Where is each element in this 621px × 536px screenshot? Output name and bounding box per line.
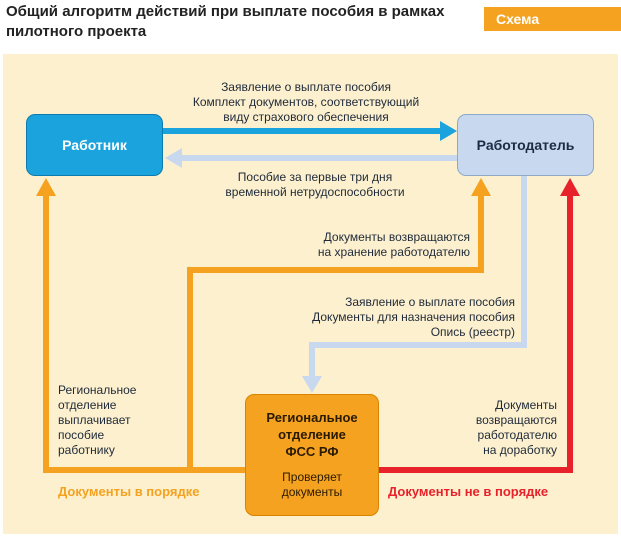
label-fss-to-employer-storage: Документы возвращаются на хранение работ…	[317, 230, 470, 259]
arrow-fss-to-employer-storage	[187, 178, 491, 470]
label-fss-to-worker: Региональное отделение выплачивает пособ…	[58, 383, 137, 457]
arrow-worker-to-employer	[163, 121, 457, 141]
label-employer-to-fss: Заявление о выплате пособия Документы дл…	[312, 295, 515, 339]
fss-note: Проверяет документы	[281, 470, 343, 499]
arrow-fss-to-worker	[36, 178, 245, 473]
label-worker-to-employer: Заявление о выплате пособия Комплект док…	[192, 80, 420, 124]
label-fss-to-employer-rework: Документы возвращаются работодателю на д…	[475, 398, 557, 457]
page-title: Общий алгоритм действий при выплате посо…	[6, 3, 445, 40]
arrow-employer-to-fss	[302, 176, 527, 393]
label-employer-to-worker: Пособие за первые три дня временной нетр…	[225, 170, 405, 199]
node-employer: Работодатель	[457, 114, 594, 176]
arrow-fss-to-employer-rework	[379, 178, 580, 473]
legend-docs-not-ok: Документы не в порядке	[388, 484, 549, 499]
node-fss: Региональное отделение ФСС РФ Проверяет …	[245, 394, 379, 516]
fss-name: Региональное отделение ФСС РФ	[266, 410, 358, 459]
scheme-badge: Схема	[484, 7, 621, 31]
arrow-employer-to-worker	[165, 148, 457, 168]
legend-docs-ok: Документы в порядке	[58, 484, 200, 499]
node-worker: Работник	[26, 114, 163, 176]
